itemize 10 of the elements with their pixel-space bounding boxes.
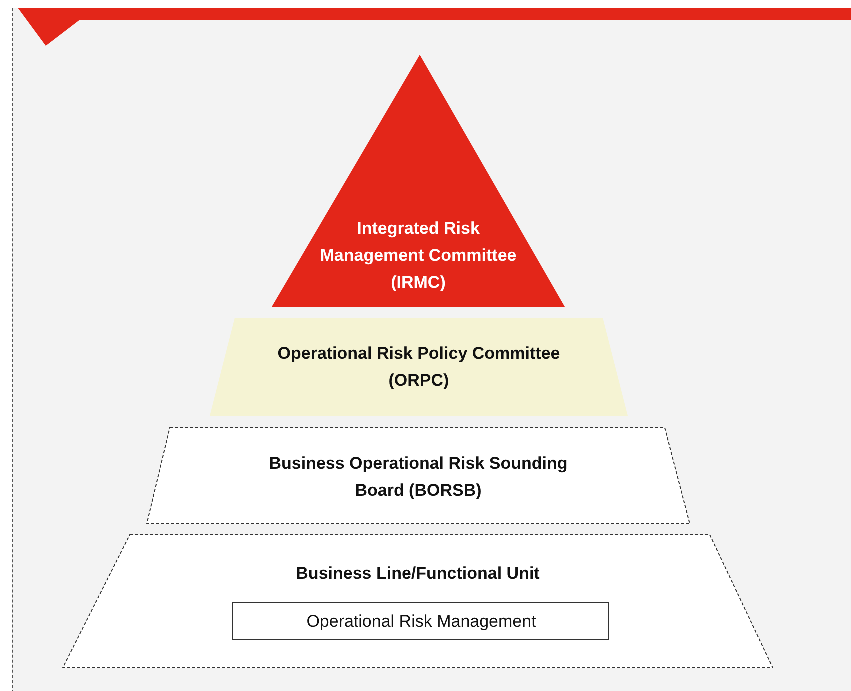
tier-label: Operational Risk Policy Committee (ORPC) bbox=[276, 343, 562, 392]
tier-label: Business Operational Risk Sounding Board (BORSB) bbox=[268, 453, 569, 502]
pyramid-apex bbox=[272, 55, 565, 307]
function-box bbox=[232, 602, 609, 640]
pyramid-base bbox=[63, 535, 773, 668]
function-label: Operational Risk Management bbox=[306, 611, 538, 633]
pyramid-tier bbox=[147, 428, 690, 524]
tier-label: Integrated Risk Management Committee (IRMC) bbox=[319, 218, 518, 294]
pyramid-tier bbox=[210, 318, 628, 416]
tier-label: Business Line/Functional Unit bbox=[295, 563, 541, 585]
